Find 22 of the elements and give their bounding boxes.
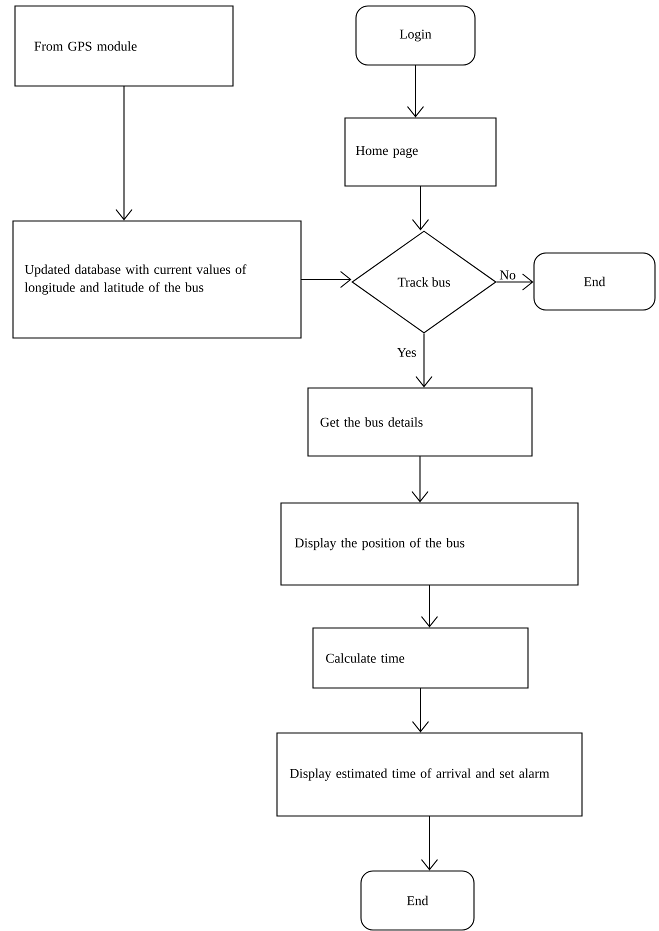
arrow — [412, 186, 429, 230]
arrow — [416, 334, 432, 388]
arrow — [116, 86, 132, 220]
process-box: From GPS module — [14, 5, 234, 87]
arrow — [302, 271, 352, 288]
edge-label: No — [498, 270, 517, 280]
edge-label: Yes — [396, 346, 418, 358]
process-box: Display the position of the bus — [280, 502, 579, 586]
process-box: Calculate time — [312, 627, 529, 689]
arrow — [412, 456, 428, 502]
arrow — [412, 688, 429, 732]
terminal-box: End — [533, 252, 656, 311]
arrow — [421, 586, 438, 628]
terminal-box: Login — [355, 5, 476, 66]
process-box: Updated database with current values of longitude and latitude of the bus — [12, 220, 302, 339]
arrow — [496, 274, 534, 290]
process-box: Get the bus details — [307, 387, 533, 457]
process-box: Display estimated time of arrival and set alarm — [276, 732, 583, 817]
process-box: Home page — [344, 117, 497, 187]
arrow — [407, 66, 424, 118]
arrow — [421, 816, 438, 870]
terminal-box: End — [360, 870, 475, 931]
